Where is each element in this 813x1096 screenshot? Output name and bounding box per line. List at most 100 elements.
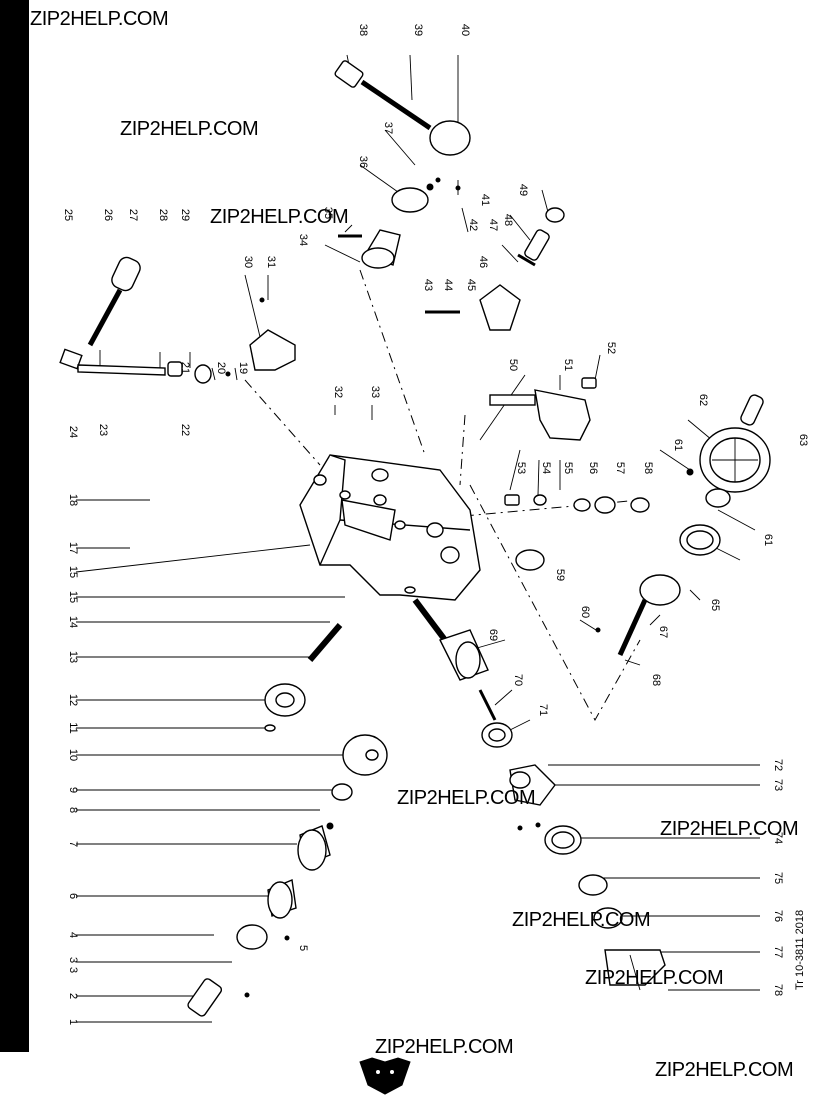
callout-23: 23 xyxy=(97,424,109,436)
callout-14: 14 xyxy=(67,616,79,628)
callout-15: 15 xyxy=(67,591,79,603)
callout-71: 71 xyxy=(537,704,549,716)
callout-68: 68 xyxy=(650,674,662,686)
callout-19: 19 xyxy=(237,362,249,374)
callout-28: 28 xyxy=(157,209,169,221)
callout-61: 61 xyxy=(762,534,774,546)
shaft-flange-67 xyxy=(595,574,681,657)
callout-4: 4 xyxy=(67,932,79,938)
callout-47: 47 xyxy=(487,219,499,231)
callout-41: 41 xyxy=(479,194,491,206)
leader-lines xyxy=(75,54,760,1023)
callout-40: 40 xyxy=(459,24,471,36)
callout-61: 61 xyxy=(672,439,684,451)
callout-25: 25 xyxy=(62,209,74,221)
callout-78: 78 xyxy=(772,984,784,996)
callout-15: 15 xyxy=(67,566,79,578)
callout-45: 45 xyxy=(465,279,477,291)
callout-50: 50 xyxy=(507,359,519,371)
callout-36: 36 xyxy=(357,156,369,168)
watermark: ZIP2HELP.COM xyxy=(210,206,349,228)
bracket-30 xyxy=(249,297,296,371)
callout-11: 11 xyxy=(67,722,79,733)
watermark: ZIP2HELP.COM xyxy=(30,8,169,30)
callout-74: 74 xyxy=(772,832,784,844)
callout-2: 2 xyxy=(67,993,79,999)
callout-24: 24 xyxy=(67,426,79,438)
leadscrew-assembly xyxy=(412,598,666,991)
callout-39: 39 xyxy=(412,24,424,36)
callout-1: 1 xyxy=(67,1019,79,1025)
gear-stack-left xyxy=(187,623,388,1017)
callout-69: 69 xyxy=(487,629,499,641)
watermark: ZIP2HELP.COM xyxy=(397,787,536,809)
watermark: ZIP2HELP.COM xyxy=(655,1059,794,1081)
callout-3: 3 xyxy=(67,967,79,973)
callout-27: 27 xyxy=(127,209,139,221)
callout-73: 73 xyxy=(772,779,784,791)
document-code: Tr 10-3811 2018 xyxy=(794,910,806,990)
callout-38: 38 xyxy=(357,24,369,36)
callout-6: 6 xyxy=(67,893,79,899)
callout-12: 12 xyxy=(67,694,79,706)
handwheel-assembly xyxy=(679,394,771,556)
bear-head-logo xyxy=(359,1057,411,1095)
callout-43: 43 xyxy=(422,279,434,291)
watermark: ZIP2HELP.COM xyxy=(120,118,259,140)
callout-54: 54 xyxy=(540,462,552,474)
callout-56: 56 xyxy=(587,462,599,474)
callout-75: 75 xyxy=(772,872,784,884)
callout-70: 70 xyxy=(512,674,524,686)
watermark: ZIP2HELP.COM xyxy=(585,967,724,989)
callout-46: 46 xyxy=(477,256,489,268)
callout-7: 7 xyxy=(67,841,79,847)
callout-21: 21 xyxy=(179,362,191,374)
apron-housing xyxy=(299,454,481,601)
callout-17: 17 xyxy=(67,542,79,554)
callout-58: 58 xyxy=(642,462,654,474)
callout-60: 60 xyxy=(579,606,591,618)
callout-30: 30 xyxy=(242,256,254,268)
callout-52: 52 xyxy=(605,342,617,354)
top-handle-assembly xyxy=(334,60,471,269)
callout-18: 18 xyxy=(67,494,79,506)
callout-13: 13 xyxy=(67,651,79,663)
callout-26: 26 xyxy=(102,209,114,221)
callout-29: 29 xyxy=(179,209,191,221)
callout-31: 31 xyxy=(265,256,277,268)
callout-22: 22 xyxy=(179,424,191,436)
watermark: ZIP2HELP.COM xyxy=(512,909,651,931)
fastener-set-53 xyxy=(504,494,650,571)
callout-59: 59 xyxy=(554,569,566,581)
callout-67: 67 xyxy=(657,626,669,638)
shift-fork-assembly xyxy=(425,207,565,331)
callout-20: 20 xyxy=(215,362,227,374)
watermark: ZIP2HELP.COM xyxy=(660,818,799,840)
callout-34: 34 xyxy=(297,234,309,246)
callout-72: 72 xyxy=(772,759,784,771)
selector-lever-assembly xyxy=(59,256,231,384)
callout-9: 9 xyxy=(67,787,79,793)
left-binding-bar xyxy=(0,0,29,1052)
callout-35: 35 xyxy=(322,207,334,219)
callout-44: 44 xyxy=(442,279,454,291)
callout-55: 55 xyxy=(562,462,574,474)
callout-53: 53 xyxy=(515,462,527,474)
callout-62: 62 xyxy=(697,394,709,406)
callout-48: 48 xyxy=(502,214,514,226)
callout-77: 77 xyxy=(772,946,784,958)
callout-57: 57 xyxy=(614,462,626,474)
callout-5: 5 xyxy=(297,945,309,951)
callout-63: 63 xyxy=(797,434,809,446)
bracket-assembly-50 xyxy=(489,377,597,441)
callout-8: 8 xyxy=(67,807,79,813)
callout-33: 33 xyxy=(369,386,381,398)
callout-32: 32 xyxy=(332,386,344,398)
callout-42: 42 xyxy=(467,219,479,231)
callout-37: 37 xyxy=(382,122,394,134)
callout-51: 51 xyxy=(562,359,574,371)
callout-49: 49 xyxy=(517,184,529,196)
callout-3: 3 xyxy=(67,957,79,963)
callout-10: 10 xyxy=(67,749,79,761)
